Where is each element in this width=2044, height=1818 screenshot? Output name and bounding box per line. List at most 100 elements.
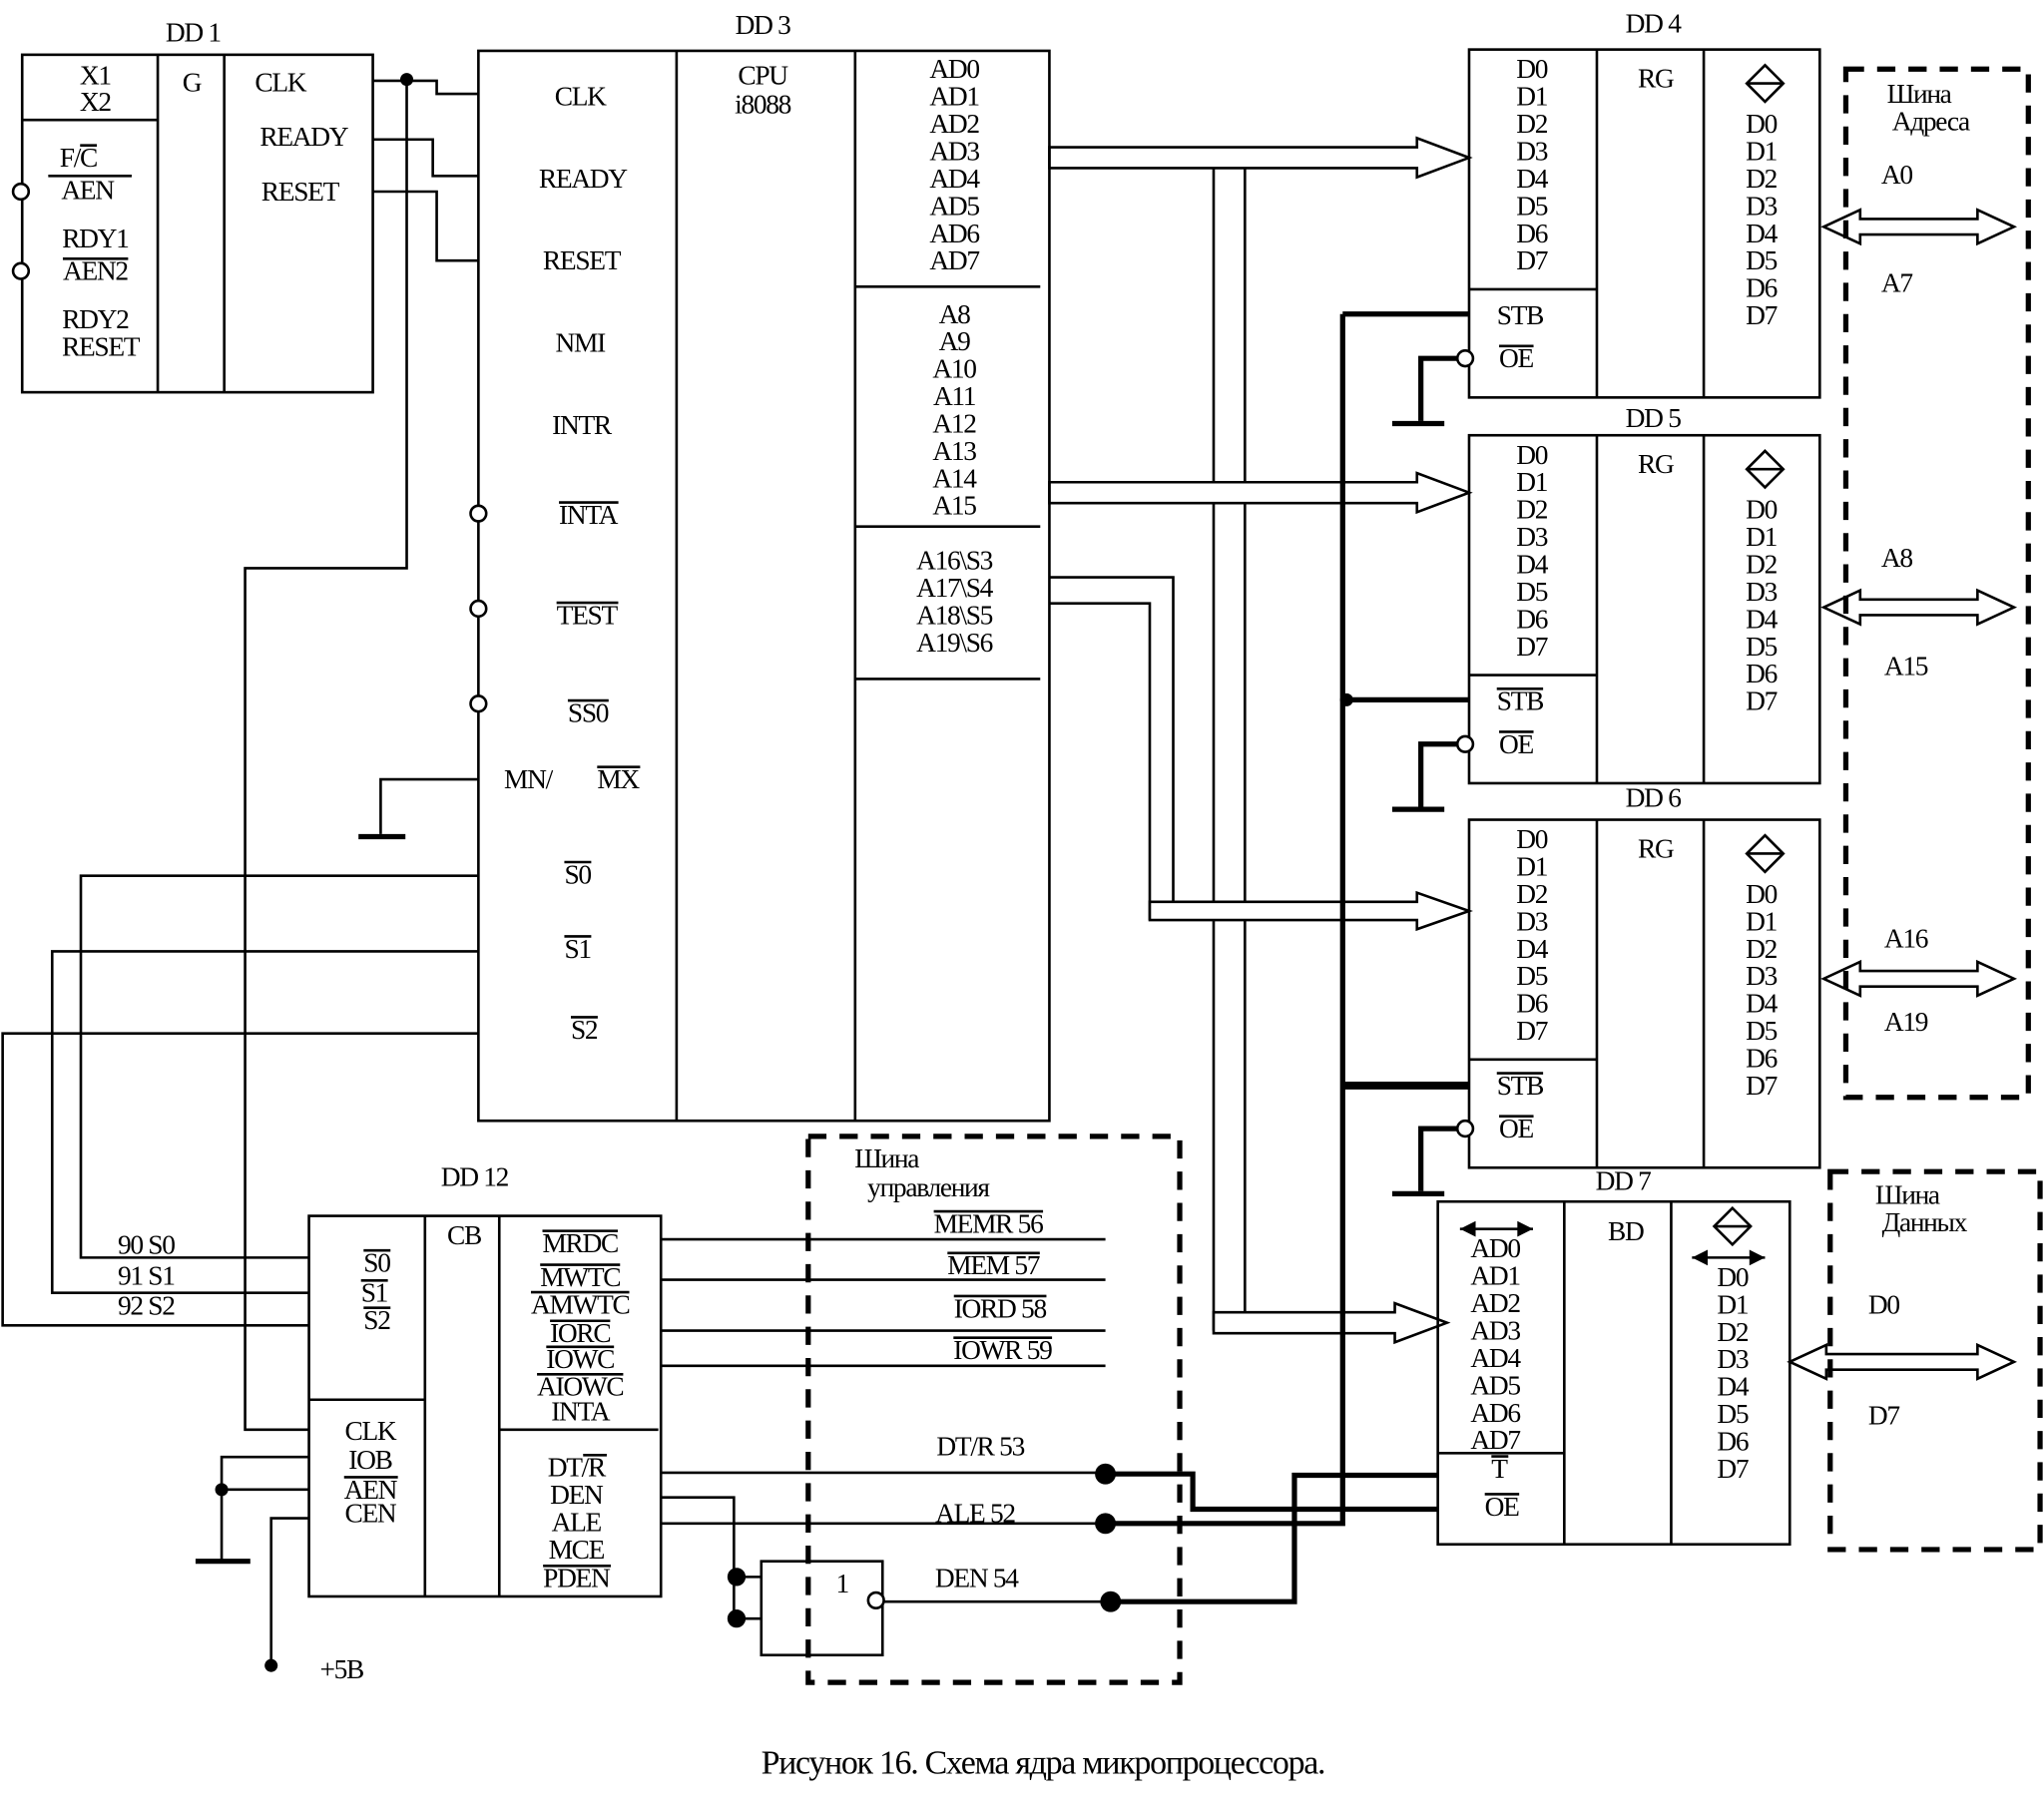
- pin-label: DT/R: [548, 1453, 607, 1483]
- pin-label: DT/R 53: [936, 1432, 1024, 1462]
- pin-label: D7: [1717, 1454, 1748, 1484]
- pin-label: AD1: [1470, 1261, 1520, 1291]
- pin-label: D2: [1516, 495, 1547, 525]
- or-gate: [760, 1560, 884, 1657]
- pin-label: AD5: [1470, 1370, 1520, 1400]
- control-bus-title: управления: [867, 1172, 990, 1202]
- pin-label: 92 S2: [118, 1291, 175, 1321]
- pin-label: AD0: [929, 54, 979, 84]
- pin-label: X1: [80, 61, 111, 91]
- bus-arrow-a8-a15-to-dd5: [1048, 471, 1473, 515]
- control-bus-box: [805, 1134, 1183, 1685]
- pin-label: PDEN: [543, 1564, 611, 1593]
- pin-label: AD4: [1470, 1343, 1521, 1373]
- pin-label: RG: [1638, 833, 1674, 863]
- pin-label: D3: [1516, 137, 1547, 167]
- dd5-title: DD 5: [1626, 403, 1682, 433]
- pin-label: RDY1: [62, 224, 129, 253]
- iob-wire: [220, 1455, 309, 1562]
- pin-label: D1: [1746, 906, 1777, 936]
- junction-dot: [215, 1483, 229, 1497]
- pin-label: D6: [1746, 659, 1777, 688]
- pin-label: IORD 58: [954, 1293, 1047, 1323]
- pin-label: A14: [932, 463, 977, 493]
- inversion-circle: [1455, 1119, 1475, 1138]
- pin-label: IOWC: [546, 1344, 614, 1374]
- pin-label: D6: [1717, 1427, 1748, 1457]
- pin-label: 90 S0: [118, 1229, 175, 1259]
- pin-label: D2: [1746, 550, 1777, 580]
- pin-label: D6: [1746, 273, 1777, 303]
- inversion-circle: [11, 261, 31, 280]
- figure-caption: Рисунок 16. Схема ядра микропроцессора.: [762, 1745, 1325, 1782]
- pin-label: INTR: [552, 410, 613, 440]
- pin-label: D1: [1516, 82, 1547, 112]
- pin-label: OE: [1499, 1114, 1533, 1143]
- pin-label: S0: [363, 1248, 390, 1278]
- pin-label: STB: [1497, 686, 1543, 716]
- pin-label: D3: [1746, 577, 1777, 607]
- inversion-circle: [866, 1591, 885, 1610]
- pin-label: D0: [1516, 824, 1547, 854]
- pin-label: D5: [1516, 577, 1547, 607]
- pin-label: A0: [1881, 160, 1912, 190]
- pin-label: AD2: [929, 109, 979, 139]
- dd1-title: DD 1: [166, 18, 222, 48]
- ready-wire: [372, 138, 479, 178]
- pin-label: D0: [1516, 440, 1547, 470]
- pin-label: AD1: [929, 82, 979, 112]
- inversion-circle: [469, 504, 488, 523]
- bidirectional-arrow-icon: [1517, 1220, 1533, 1237]
- pin-label: AMWTC: [531, 1289, 630, 1319]
- pin-label: SS0: [568, 697, 609, 727]
- pin-label: INTA: [551, 1396, 611, 1426]
- pin-label: D5: [1516, 961, 1547, 991]
- pin-label: RESET: [62, 331, 141, 361]
- pin-label: MWTC: [540, 1262, 620, 1292]
- dd5-register: [1467, 433, 1821, 785]
- tristate-diamond-icon: [1712, 1205, 1753, 1247]
- inversion-circle: [469, 694, 488, 713]
- pin-label: S1: [564, 934, 591, 964]
- pin-label: OE: [1485, 1492, 1519, 1522]
- s2-wire: [1, 1032, 479, 1327]
- pin-label: READY: [259, 122, 348, 152]
- pin-label: RG: [1638, 63, 1674, 93]
- pin-label: A16: [1884, 923, 1928, 953]
- dd6-title: DD 6: [1626, 782, 1682, 812]
- reset-wire: [372, 190, 479, 262]
- oe-ground-wire: [1418, 1126, 1458, 1191]
- pin-label: IOWR 59: [953, 1335, 1052, 1365]
- pin-label: D2: [1746, 934, 1777, 964]
- clk-wire: [372, 79, 479, 96]
- dd12-bus-controller: [307, 1214, 663, 1598]
- wires: [1, 48, 2043, 1685]
- pin-label: AD6: [929, 219, 979, 248]
- pin-label: RESET: [543, 245, 622, 275]
- pin-label: D1: [1746, 137, 1777, 167]
- pin-label: D4: [1516, 164, 1548, 194]
- pin-label: D6: [1516, 604, 1547, 634]
- pin-label: F/C: [60, 143, 97, 173]
- tristate-diamond-icon: [1745, 833, 1786, 874]
- pin-label: A15: [1884, 651, 1928, 681]
- pin-label: ALE 52: [935, 1498, 1015, 1528]
- pin-label: CLK: [255, 67, 306, 97]
- pin-label: D7: [1746, 686, 1777, 716]
- pin-label: OE: [1499, 343, 1533, 373]
- pin-label: INTA: [559, 500, 619, 530]
- inversion-circle: [1455, 349, 1475, 368]
- pin-label: AIOWC: [537, 1372, 623, 1402]
- control-bus-title: Шина: [854, 1143, 919, 1173]
- tristate-diamond-icon: [1745, 449, 1786, 490]
- bus-arrow-ad0-ad7-to-dd4: [1048, 136, 1473, 180]
- address-bus-box: [1842, 66, 2031, 1101]
- pin-label: D2: [1746, 164, 1777, 194]
- pin-label: i8088: [735, 89, 790, 119]
- pin-label: RESET: [261, 177, 340, 207]
- pin-label: D5: [1516, 191, 1547, 221]
- pin-label: D0: [1746, 495, 1777, 525]
- pin-label: A19\S6: [916, 628, 993, 658]
- bidirectional-arrow-icon: [1692, 1249, 1709, 1266]
- pin-label: READY: [539, 164, 628, 194]
